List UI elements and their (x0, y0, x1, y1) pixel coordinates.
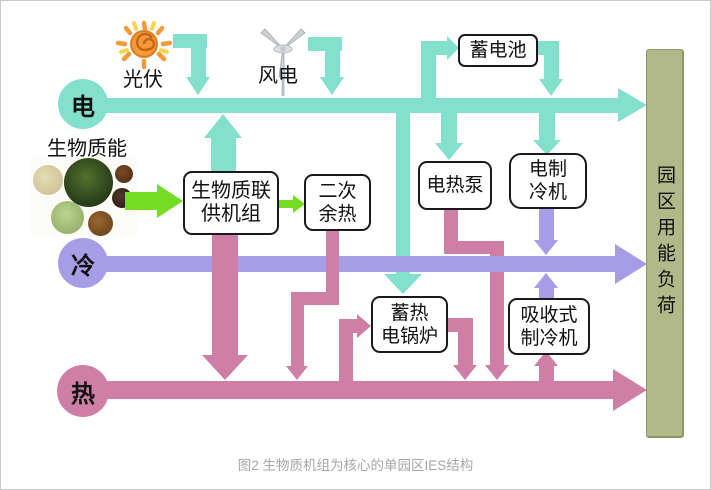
electric-line (81, 98, 619, 113)
biomass-label: 生物质能 (47, 138, 127, 160)
secondary-heat-line2: 余热 (318, 203, 357, 225)
heatpump-out-arrowhead (485, 365, 509, 380)
chp-to-electric-vertical (211, 136, 236, 171)
storage-boiler-box: 蓄热 电锅炉 (371, 296, 448, 353)
electric-chiller-line1: 电制 (528, 159, 567, 180)
heatline-to-boiler-arrowhead (357, 314, 371, 338)
biomass-chp-line2: 供机组 (201, 203, 261, 225)
pv-arrowhead (186, 77, 210, 95)
chp-to-secheat-arrowhead (293, 195, 305, 213)
secondary-heat-box: 二次 余热 (304, 174, 371, 231)
chp-to-heat-vertical (212, 231, 238, 356)
storage-boiler-line2: 电锅炉 (380, 325, 438, 347)
biomass-materials-image (31, 157, 137, 236)
wind-arrowhead (320, 77, 344, 95)
cold-line-label-circle: 冷 (58, 238, 108, 288)
wind-label: 风电 (258, 65, 298, 87)
secheat-arrowhead (286, 366, 308, 380)
secondary-heat-line1: 二次 (318, 180, 357, 202)
electric-to-echiller-vertical (539, 111, 555, 141)
electric-to-echiller-arrowhead (533, 140, 561, 155)
biomass-chp-line1: 生物质联 (191, 180, 271, 202)
electric-chiller-box: 电制 冷机 (509, 153, 587, 209)
heat-to-abschiller-vertical (539, 365, 554, 381)
figure-caption: 图2 生物质机组为核心的单园区IES结构 (237, 458, 474, 473)
electric-line-arrowhead (618, 88, 647, 122)
battery-box-label: 蓄电池 (469, 40, 527, 61)
electric-to-heatpump-vertical (441, 111, 457, 144)
electric-line-label-circle: 电 (58, 79, 108, 129)
heat-line-label: 热 (71, 381, 95, 408)
chp-to-electric-arrowhead (204, 114, 242, 138)
biomass-circle-chips (88, 211, 113, 236)
pv-label: 光伏 (123, 69, 163, 91)
boiler-out-vertical (458, 325, 473, 366)
biomass-arrowhead (157, 184, 183, 218)
heat-pump-box: 电热泵 (418, 161, 492, 210)
absorption-chiller-line1: 吸收式 (520, 304, 578, 326)
battery-discharge-arrowhead (539, 79, 563, 96)
secheat-vertical-1 (326, 227, 339, 305)
biomass-circle-leaves (51, 201, 84, 234)
abschiller-cold-vertical (539, 288, 554, 300)
wind-turbine-icon (260, 28, 306, 96)
chp-to-heat-arrowhead (202, 355, 248, 380)
heatline-to-boiler-horizontal (339, 319, 358, 333)
park-load-label: 园区用能负荷 (654, 165, 675, 321)
battery-box: 蓄电池 (458, 34, 538, 67)
biomass-arrow-shaft (125, 192, 158, 210)
heatpump-out-horizontal (444, 241, 504, 254)
electric-line-label: 电 (71, 94, 95, 121)
heat-line-arrowhead (613, 369, 647, 411)
heatline-to-boiler-vertical (339, 319, 353, 381)
biomass-circle-straw (33, 165, 63, 195)
battery-discharge-vertical (544, 48, 559, 79)
abschiller-cold-arrowhead (534, 273, 558, 288)
biomass-circle-wood (115, 165, 133, 183)
chp-to-secheat-shaft (277, 200, 294, 208)
storage-boiler-line1: 蓄热 (390, 302, 429, 324)
heatpump-out-vertical-2 (490, 247, 504, 366)
absorption-chiller-box: 吸收式 制冷机 (508, 298, 590, 355)
battery-charge-horizontal (421, 41, 447, 55)
boiler-out-arrowhead (453, 365, 477, 380)
cold-line (81, 256, 617, 272)
echiller-out-arrowhead (534, 240, 558, 255)
wind-connector-vertical (325, 44, 340, 78)
battery-charge-arrowhead (447, 36, 459, 60)
battery-charge-vertical (421, 41, 436, 99)
cold-line-label: 冷 (71, 253, 95, 280)
electric-to-heatpump-arrowhead (435, 143, 463, 160)
absorption-chiller-line2: 制冷机 (520, 327, 578, 349)
heatpump-out-vertical-1 (444, 206, 458, 247)
heat-line (81, 381, 615, 399)
park-load-bar: 园区用能负荷 (646, 49, 684, 438)
electric-chiller-line2: 冷机 (528, 182, 567, 203)
pv-connector-vertical (191, 41, 206, 78)
biomass-chp-box: 生物质联 供机组 (183, 171, 279, 235)
heat-line-label-circle: 热 (57, 365, 109, 417)
electric-to-boiler-vertical (396, 111, 410, 275)
secheat-vertical-2 (291, 298, 304, 367)
cold-line-arrowhead (615, 244, 647, 284)
heat-pump-label: 电热泵 (426, 175, 484, 196)
electric-to-boiler-arrowhead (384, 274, 422, 294)
biomass-circle-plants (64, 158, 113, 207)
echiller-out-vertical (539, 205, 554, 240)
sun-icon (115, 20, 173, 70)
